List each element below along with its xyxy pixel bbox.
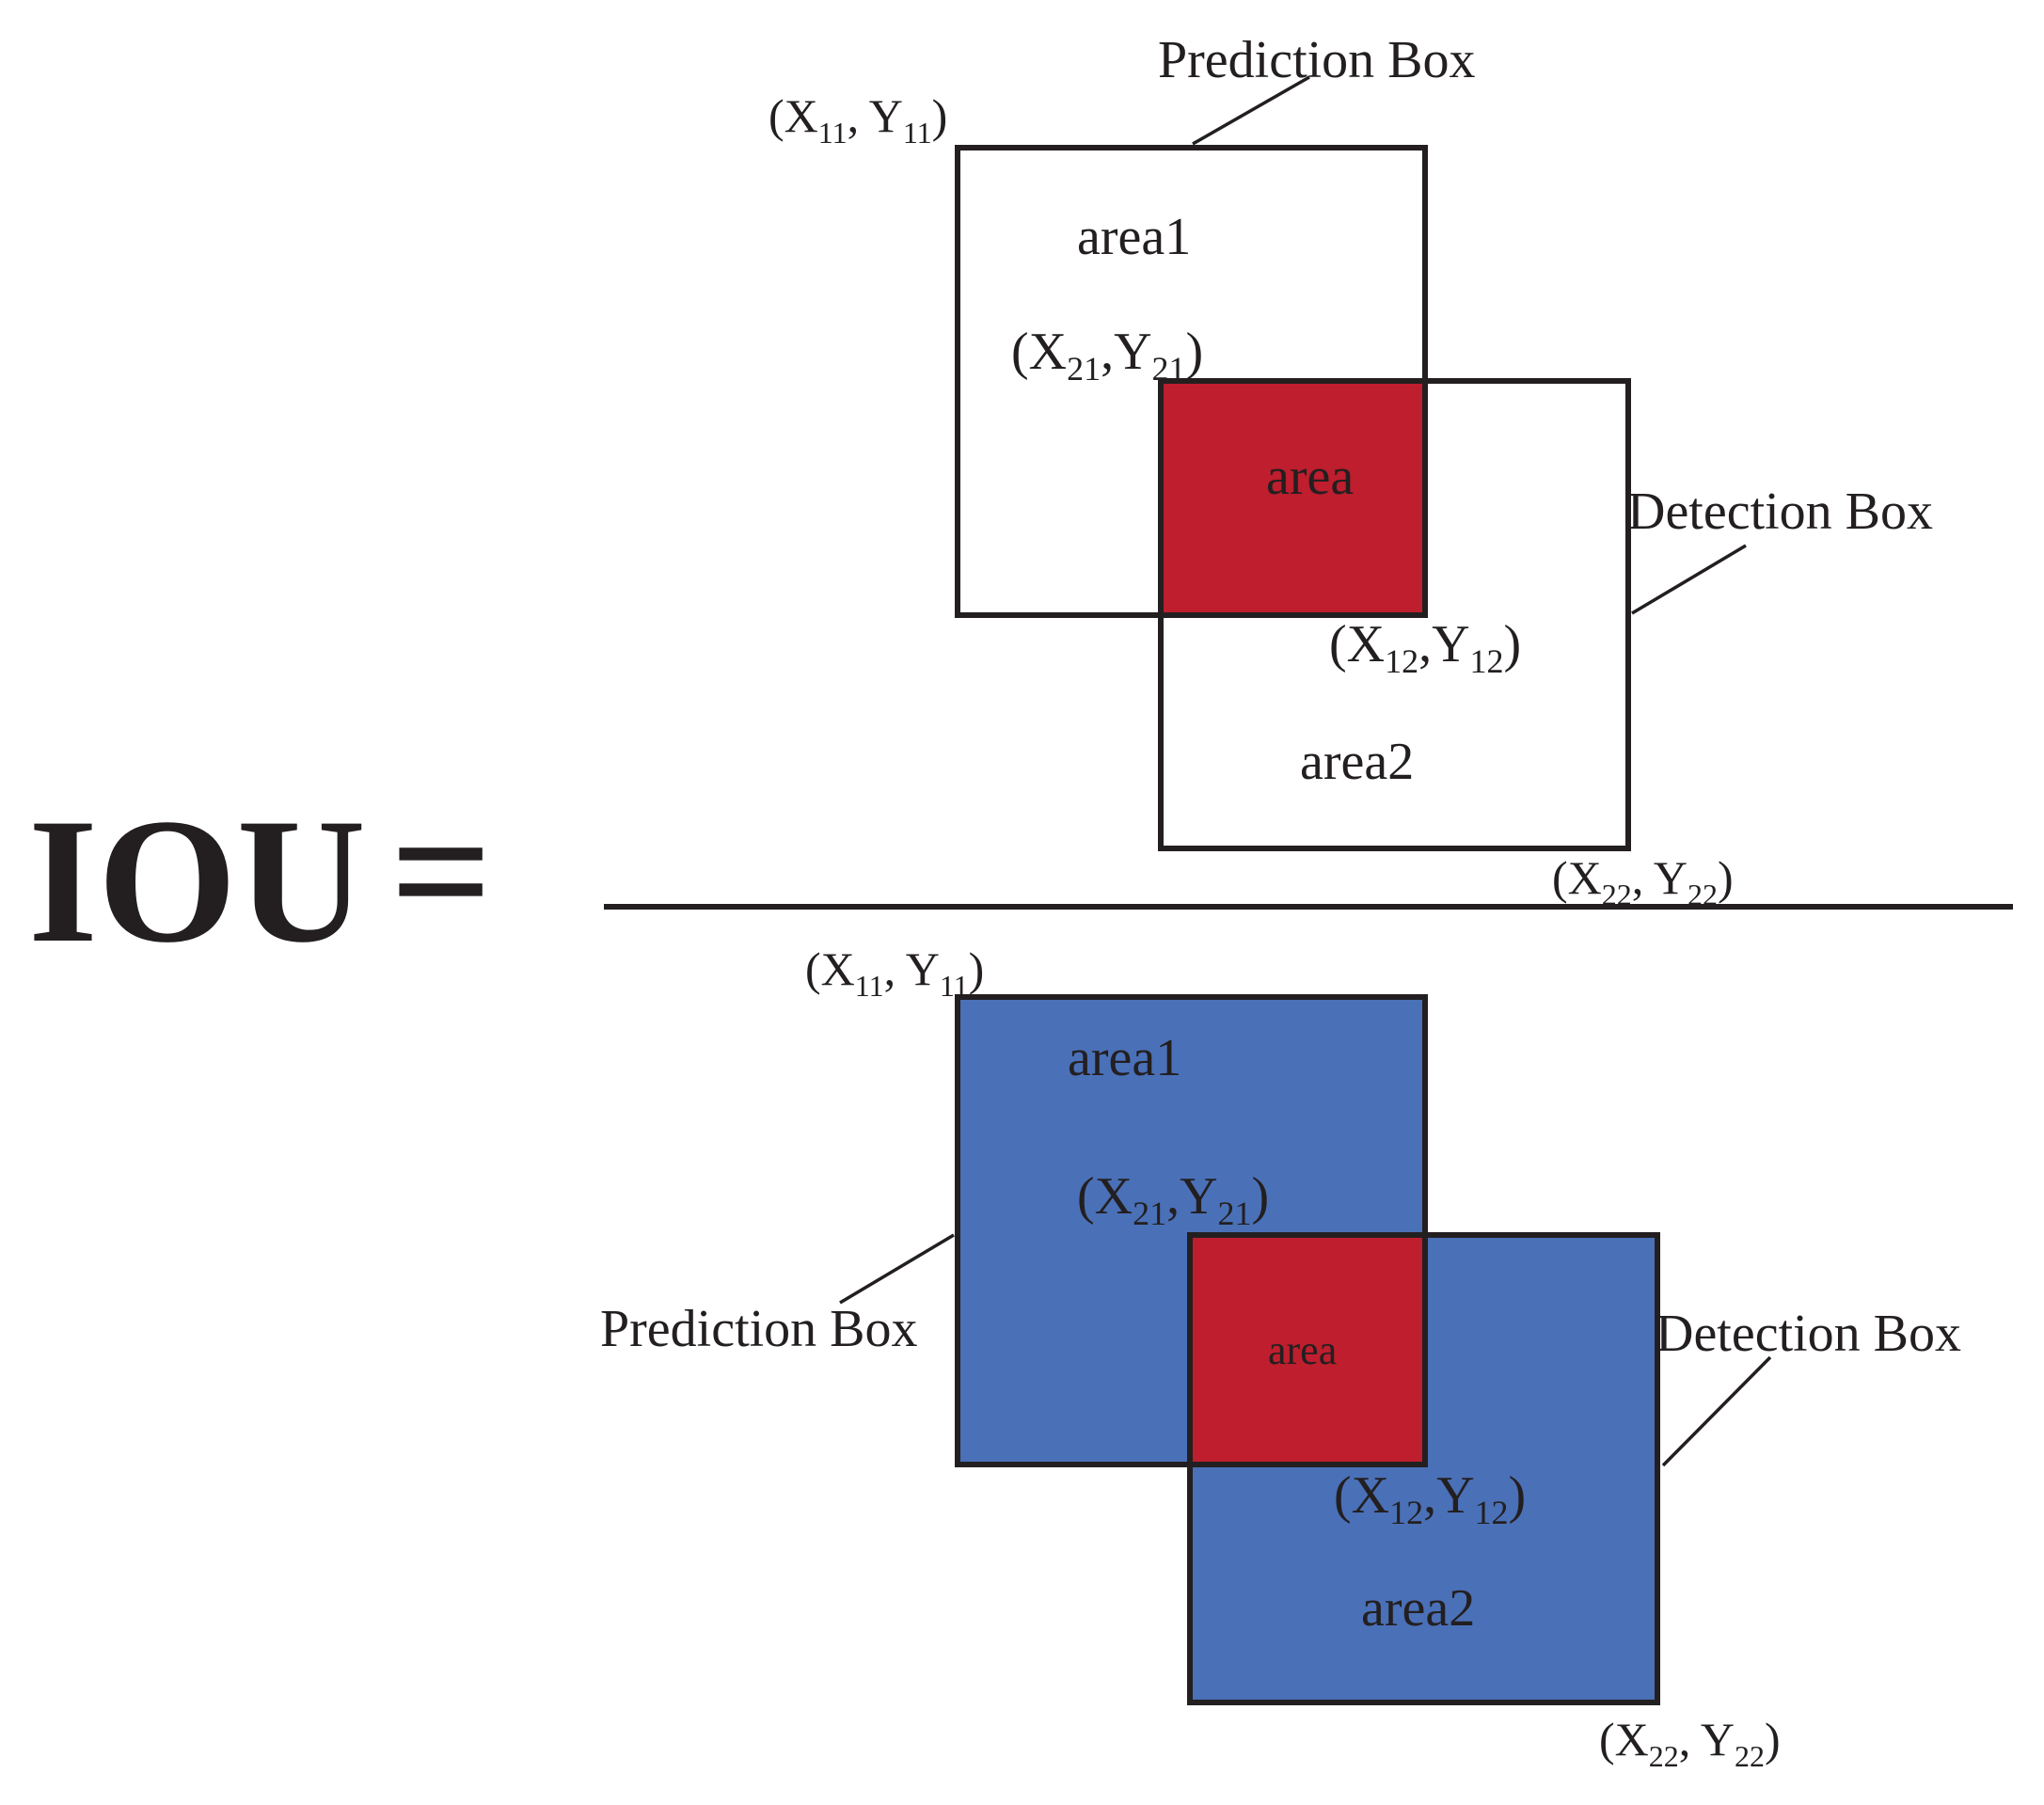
numerator-diagram: Prediction Box Detection Box area1 area …: [768, 31, 1933, 911]
numerator-area2-label: area2: [1300, 733, 1414, 791]
denominator-detection-leader: [1661, 1355, 1772, 1467]
numerator-coord-x12-y12: (X12,Y12): [1329, 615, 1521, 680]
numerator-prediction-leader: [1192, 75, 1310, 146]
numerator-area1-label: area1: [1077, 208, 1191, 266]
denominator-coord-x22-y22: (X22, Y22): [1599, 1713, 1781, 1773]
numerator-area-label: area: [1266, 448, 1354, 506]
numerator-coord-x22-y22: (X22, Y22): [1552, 851, 1734, 911]
numerator-coord-x21-y21: (X21,Y21): [1011, 323, 1203, 388]
denominator-coord-x21-y21: (X21,Y21): [1077, 1167, 1269, 1232]
denominator-prediction-leader: [839, 1233, 955, 1305]
numerator-detection-box-label: Detection Box: [1627, 483, 1933, 541]
denominator-area2-label: area2: [1361, 1579, 1475, 1638]
numerator-intersection-area: [1158, 378, 1428, 618]
denominator-intersection-area: [1187, 1232, 1428, 1467]
denominator-area-label: area: [1268, 1327, 1337, 1373]
denominator-detection-box-label: Detection Box: [1656, 1305, 1961, 1363]
denominator-area1-label: area1: [1068, 1029, 1181, 1087]
denominator-coord-x11-y11: (X11, Y11): [805, 942, 984, 1003]
denominator-prediction-box-label: Prediction Box: [600, 1300, 918, 1358]
numerator-coord-x11-y11: (X11, Y11): [768, 89, 947, 150]
denominator-coord-x12-y12: (X12,Y12): [1334, 1466, 1526, 1531]
denominator-diagram: Prediction Box Detection Box area1 area …: [600, 942, 1961, 1773]
numerator-prediction-box-label: Prediction Box: [1158, 31, 1476, 89]
numerator-detection-leader: [1631, 544, 1747, 615]
iou-label: IOU: [28, 783, 366, 980]
equals-sign: =: [390, 773, 492, 971]
